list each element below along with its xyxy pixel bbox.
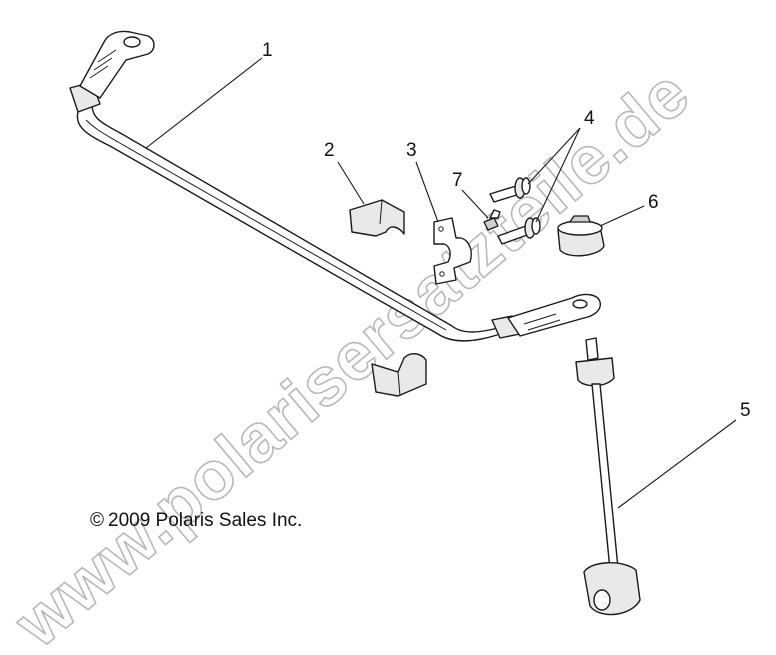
callout-3: 3 [406, 140, 417, 161]
spacer-nut [557, 215, 605, 257]
bushing-lower [371, 353, 427, 397]
stabilizer-link [575, 337, 641, 616]
copyright-text: 2009 Polaris Sales Inc. [108, 510, 302, 531]
callout-7: 7 [452, 170, 463, 191]
stabilizer-bar [69, 30, 601, 342]
svg-text:©2009 Polaris Sales Inc.: ©2009 Polaris Sales Inc. [90, 510, 302, 531]
copyright-symbol: © [90, 510, 104, 531]
grease-fitting [483, 209, 501, 231]
callout-1: 1 [262, 40, 273, 61]
mounting-bracket [433, 217, 472, 285]
bushing [349, 199, 405, 237]
bolt-lower [497, 217, 541, 245]
leader-lines [145, 57, 737, 509]
callout-2: 2 [324, 140, 335, 161]
callout-5: 5 [740, 400, 751, 421]
bolt-upper [489, 177, 531, 203]
callout-6: 6 [648, 192, 659, 213]
callout-4: 4 [584, 108, 595, 129]
copyright-notice: ©2009 Polaris Sales Inc. [90, 510, 302, 531]
